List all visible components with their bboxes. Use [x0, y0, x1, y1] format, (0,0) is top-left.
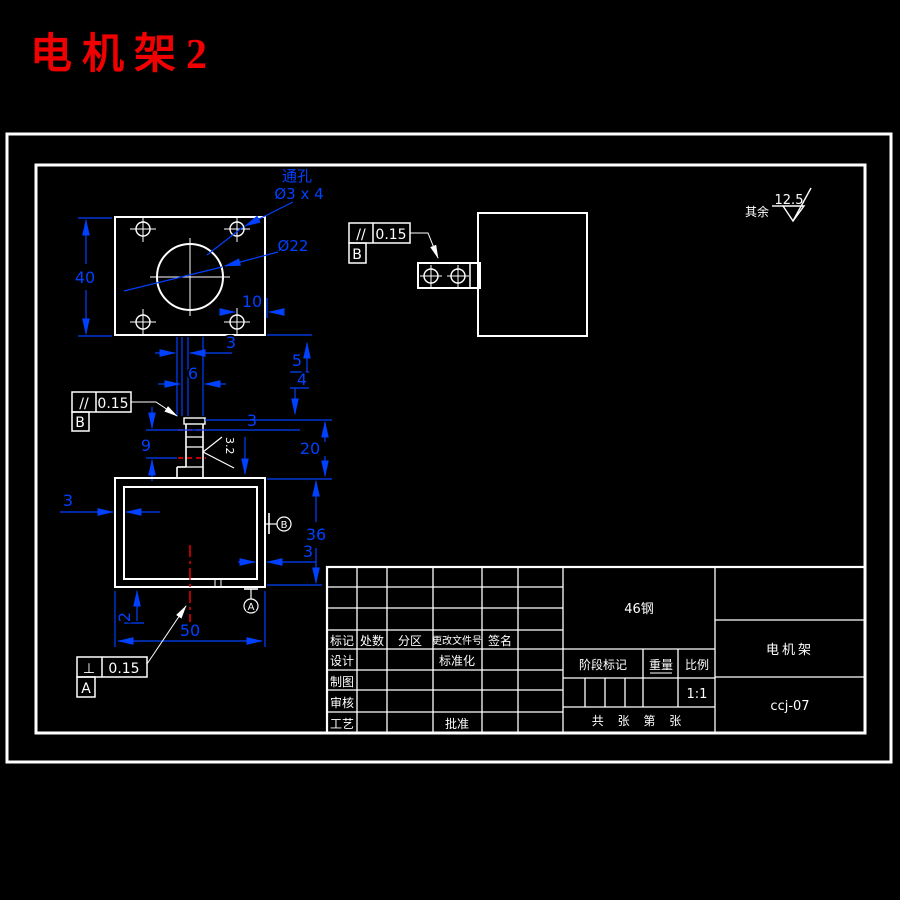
material-value: 46钢 [624, 602, 654, 617]
svg-text:A: A [81, 681, 91, 697]
mount-holes [130, 216, 250, 336]
label-drafting: 制图 [330, 675, 354, 689]
svg-text:B: B [281, 520, 288, 531]
dim-step-5: 5 [267, 334, 312, 373]
rib-roughness: 3.2 [202, 436, 237, 469]
label-count: 处数 [360, 633, 384, 648]
svg-text:B: B [352, 247, 362, 263]
datum-a: A [243, 588, 259, 614]
svg-text:9: 9 [141, 436, 151, 455]
svg-text:5: 5 [292, 351, 302, 370]
roughness-prefix: 其余 [745, 204, 769, 219]
label-review: 审核 [330, 695, 354, 710]
svg-text:B: B [75, 415, 85, 431]
roughness-value: 12.5 [775, 193, 804, 208]
base-view: 3 36 3 2 [60, 477, 328, 698]
label-standardization: 标准化 [439, 654, 475, 668]
rib-outline [176, 417, 206, 478]
gdt-parallel-upper: // 0.15 B [348, 222, 439, 264]
front-view: 3 6 5 4 [71, 331, 332, 481]
dim-hole-span-9: 9 [139, 407, 300, 481]
dim-hole-edge-10: 10 [219, 290, 285, 318]
bore-label: Ø22 [278, 237, 309, 255]
svg-text:10: 10 [242, 292, 262, 311]
label-change-file: 更改文件号 [432, 634, 482, 647]
dim-foot-3: 3 [155, 331, 238, 357]
svg-text:A: A [248, 602, 255, 613]
svg-text:3: 3 [303, 542, 313, 561]
label-scale: 比例 [685, 658, 709, 672]
dim-height-36: 36 [267, 479, 328, 586]
svg-text:40: 40 [75, 268, 95, 287]
svg-text:20: 20 [300, 439, 320, 458]
svg-text:0.15: 0.15 [375, 227, 406, 243]
svg-text:4: 4 [297, 370, 307, 389]
general-roughness-note: 其余 12.5 [744, 187, 812, 223]
dim-rib-width-6: 6 [158, 362, 226, 388]
title-block-text: 标记 处数 分区 更改文件号 签名 设计 标准化 制图 审核 工艺 批准 46钢… [330, 602, 814, 731]
svg-text:50: 50 [180, 621, 200, 640]
dim-right-wall-3: 3 [238, 540, 316, 566]
dim-bottom-wall-2: 2 [113, 589, 144, 624]
label-stage-mark: 阶段标记 [579, 657, 627, 672]
label-process: 工艺 [330, 717, 354, 731]
label-weight: 重量 [649, 658, 673, 672]
dim-height-40: 40 [73, 217, 112, 337]
page-title: 电机架2 [30, 32, 218, 78]
drawing-number: ccj-07 [770, 699, 809, 714]
svg-text:3: 3 [63, 491, 73, 510]
dim-width-50: 50 [114, 591, 266, 647]
scale-value: 1:1 [687, 687, 708, 702]
label-mark: 标记 [330, 634, 354, 648]
svg-text:0.15: 0.15 [97, 396, 128, 412]
parallel-symbol: // [356, 227, 366, 243]
dim-ledge-4: 4 [290, 368, 309, 416]
roughness-icon [772, 187, 812, 223]
top-view: 40 10 通孔 Ø3 x 4 Ø22 [73, 165, 325, 337]
label-zone: 分区 [398, 634, 422, 648]
dim-rib-height-20: 20 [205, 419, 332, 480]
datum-b: B [265, 513, 292, 534]
gdt-perpendicular: ⊥ 0.15 A [76, 605, 187, 698]
side-view-body [477, 212, 588, 337]
svg-text:36: 36 [306, 525, 326, 544]
label-signature: 签名 [488, 633, 512, 648]
perpendicular-symbol: ⊥ [83, 661, 95, 677]
label-approve: 批准 [445, 716, 469, 731]
svg-text:2: 2 [115, 612, 134, 622]
through-hole-label: 通孔 [282, 167, 312, 185]
dim-left-wall-3: 3 [60, 489, 160, 516]
svg-text:0.15: 0.15 [108, 661, 139, 677]
part-name: 电机架 [766, 643, 814, 658]
svg-text:3: 3 [226, 333, 236, 352]
parallel-symbol: // [79, 396, 89, 412]
side-view-part [417, 212, 588, 337]
sheet-note: 共 张 第 张 [592, 714, 686, 728]
svg-text:6: 6 [188, 364, 198, 383]
gdt-parallel-front: // 0.15 B [71, 391, 178, 432]
hole-spec-label: Ø3 x 4 [274, 185, 323, 203]
rib-roughness-value: 3.2 [223, 437, 236, 455]
title-block [325, 565, 867, 735]
label-design: 设计 [330, 654, 354, 668]
